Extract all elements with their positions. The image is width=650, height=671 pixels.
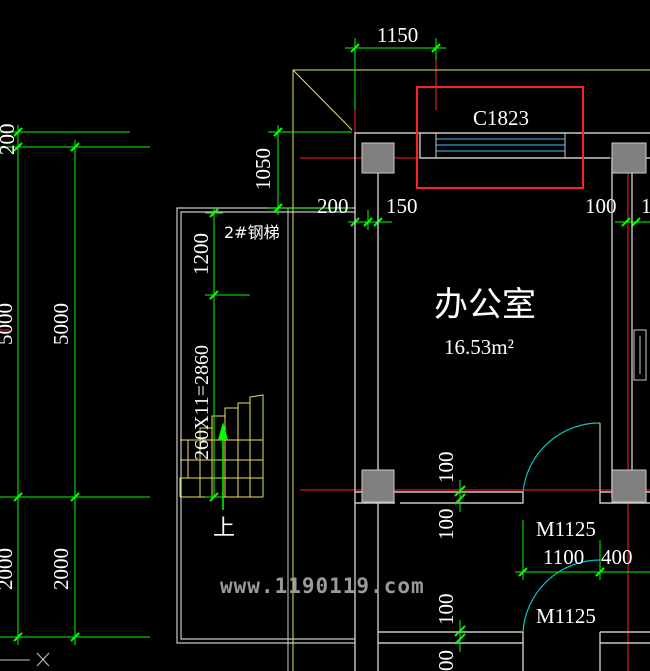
door-dimension-lines (454, 480, 650, 652)
stair-name-label: 2#钢梯 (224, 223, 280, 242)
dim-wall-150: 150 (386, 194, 418, 218)
dim-left-200: 200 (0, 124, 19, 156)
window-code-label: C1823 (473, 106, 529, 130)
columns (361, 142, 647, 503)
dim-stair-run: 260X11=2860 (191, 345, 213, 460)
dim-door-side: 400 (601, 545, 633, 569)
dim-right-1: 1 (641, 194, 650, 218)
watermark-text: www.1190119.com (220, 574, 425, 598)
stair-box (176, 207, 355, 644)
dim-door-100-c: 100 (434, 594, 458, 626)
dim-left-2000-b: 2000 (49, 548, 73, 590)
dim-left-2000-a: 2000 (0, 548, 17, 590)
dim-door-100-d: 00 (434, 650, 458, 671)
stair-up-label: 上 (213, 516, 235, 541)
door-code-b: M1125 (536, 604, 596, 628)
room-area: 16.53m² (444, 335, 514, 359)
right-window (633, 329, 647, 381)
dim-door-100-a: 100 (434, 452, 458, 484)
cross-mark (0, 652, 50, 667)
room-name: 办公室 (434, 285, 536, 325)
door-swings (522, 422, 601, 633)
window-highlight-box (416, 86, 584, 189)
dim-stair-1200: 1200 (189, 233, 213, 275)
dim-wall-200: 200 (317, 194, 349, 218)
dim-right-100: 100 (585, 194, 617, 218)
left-dimension-lines (0, 125, 150, 645)
stair-dim-lines (205, 208, 250, 502)
window-c1823 (419, 132, 584, 159)
dim-door-width: 1100 (543, 545, 584, 569)
balcony-outline (287, 69, 650, 671)
dim-door-100-b: 100 (434, 509, 458, 541)
dim-left-5000-b: 5000 (49, 303, 73, 345)
dim-left-5000-a: 5000 (0, 303, 17, 345)
walls (354, 132, 650, 671)
dim-window-offset: 1050 (251, 148, 275, 190)
dim-window-width: 1150 (377, 23, 418, 47)
door-code-a: M1125 (536, 517, 596, 541)
